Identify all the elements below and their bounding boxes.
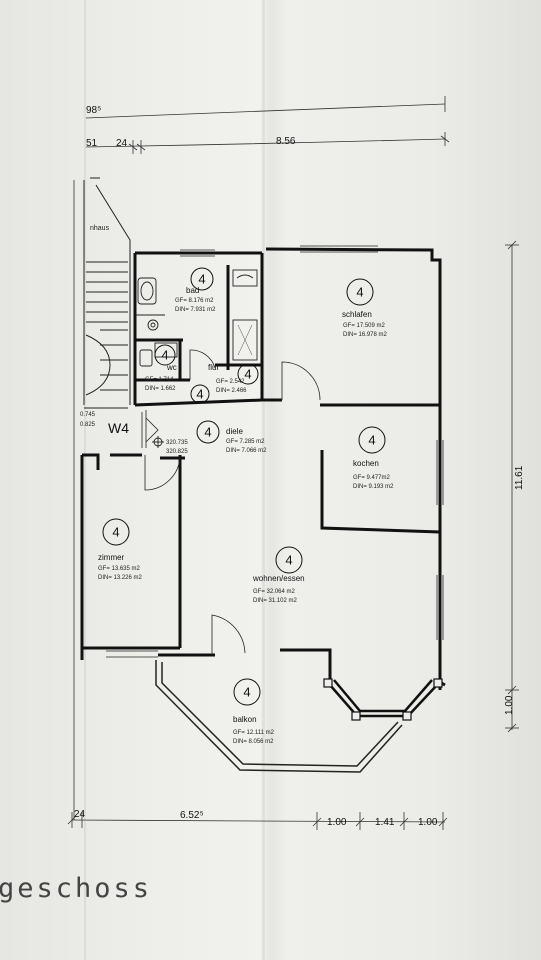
room-name: schlafen <box>342 310 372 319</box>
room-number: 4 <box>244 367 251 382</box>
staircase-level-1: 0.745 <box>80 412 96 418</box>
room-din-area: DIN= 13.226 m2 <box>98 575 143 581</box>
room-name: wohnen/essen <box>252 574 305 583</box>
entry-label: W4 <box>108 420 129 436</box>
balkon-outline <box>155 660 403 773</box>
room-gross-area: GF= 13.635 m2 <box>98 566 141 572</box>
room-number-circle <box>275 546 303 574</box>
room-number: 4 <box>243 685 250 700</box>
entry-marker <box>152 436 164 448</box>
room-number: 4 <box>196 387 203 402</box>
room-din-area: DIN= 2.466 <box>216 388 247 394</box>
room-din-area: DIN= 7.931 m2 <box>175 307 216 313</box>
staircase-level-2: 0.825 <box>80 422 96 428</box>
dim-bottom-c: 1.00 <box>418 817 438 828</box>
room-flur-secondary: 4 <box>190 384 210 404</box>
dim-top-span: 8.56 <box>276 136 296 147</box>
room-din-area: DIN= 16.978 m2 <box>343 332 388 338</box>
staircase <box>83 177 131 409</box>
room-name: balkon <box>233 715 257 724</box>
room-number-circle <box>233 678 261 706</box>
room-din-area: DIN= 8.056 m2 <box>233 739 274 745</box>
room-number-circle <box>190 384 210 404</box>
room-gross-area: GF= 32.064 m2 <box>253 589 296 595</box>
staircase-label: nhaus <box>90 225 110 232</box>
room-name: kochen <box>353 459 379 468</box>
room-din-area: DIN= 31.102 m2 <box>253 598 298 604</box>
room-name: diele <box>226 427 243 436</box>
dim-bottom-b: 1.41 <box>375 817 395 828</box>
room-gross-area: GF= 1.714 <box>145 377 174 383</box>
room-name: zimmer <box>98 553 125 562</box>
room-number: 4 <box>204 425 211 440</box>
dim-bottom-a: 1.00 <box>327 817 347 828</box>
windows <box>106 245 444 658</box>
room-number: 4 <box>368 433 375 448</box>
room-number-circle <box>237 363 259 385</box>
dim-right-height: 11.61 <box>514 465 525 490</box>
sheet-title: geschoss <box>0 873 153 904</box>
room-din-area: DIN= 9.193 m2 <box>353 484 394 490</box>
room-number-circle <box>358 426 386 454</box>
room-din-area: DIN= 1.662 <box>145 386 176 392</box>
top-dimension-lines <box>85 96 450 154</box>
room-number-circle <box>190 267 214 291</box>
bay-window <box>323 678 443 721</box>
room-number-circle <box>154 344 176 366</box>
room-number-circle <box>102 518 130 546</box>
bathroom-fixtures <box>135 269 258 367</box>
entry-level-1: 320.735 <box>166 440 188 446</box>
dim-right-lower: 1.00 <box>504 695 515 715</box>
dim-bottom-span: 6.52⁵ <box>180 810 204 821</box>
room-name: wc <box>166 363 177 372</box>
room-gross-area: GF= 2.542 <box>216 379 245 385</box>
paper-fold <box>262 0 265 960</box>
room-number: 4 <box>198 272 205 287</box>
room-number: 4 <box>112 525 119 540</box>
paper-fold-left <box>84 0 86 960</box>
room-name: flur <box>208 363 219 372</box>
room-name: bad <box>186 286 199 295</box>
room-gross-area: GF= 9.477m2 <box>353 475 391 481</box>
room-gross-area: GF= 7.285 m2 <box>226 439 265 445</box>
dim-top-left-a: 51 <box>86 138 98 149</box>
room-number: 4 <box>161 348 168 363</box>
room-number: 4 <box>285 553 292 568</box>
dim-top-left-b: 24 <box>116 138 128 149</box>
dim-top-total: 98⁵ <box>86 105 101 116</box>
room-din-area: DIN= 7.066 m2 <box>226 448 267 454</box>
room-number: 4 <box>356 285 363 300</box>
entry-level-2: 320.825 <box>166 449 188 455</box>
room-gross-area: GF= 17.509 m2 <box>343 323 386 329</box>
room-gross-area: GF= 8.176 m2 <box>175 298 214 304</box>
room-number-circle <box>196 420 220 444</box>
dim-bottom-left: 24 <box>74 809 86 820</box>
bottom-dimension-lines <box>67 180 448 830</box>
right-dimension-lines <box>505 240 519 733</box>
room-number-circle <box>346 278 374 306</box>
room-gross-area: GF= 12.111 m2 <box>233 730 275 736</box>
door-swings <box>141 349 321 655</box>
